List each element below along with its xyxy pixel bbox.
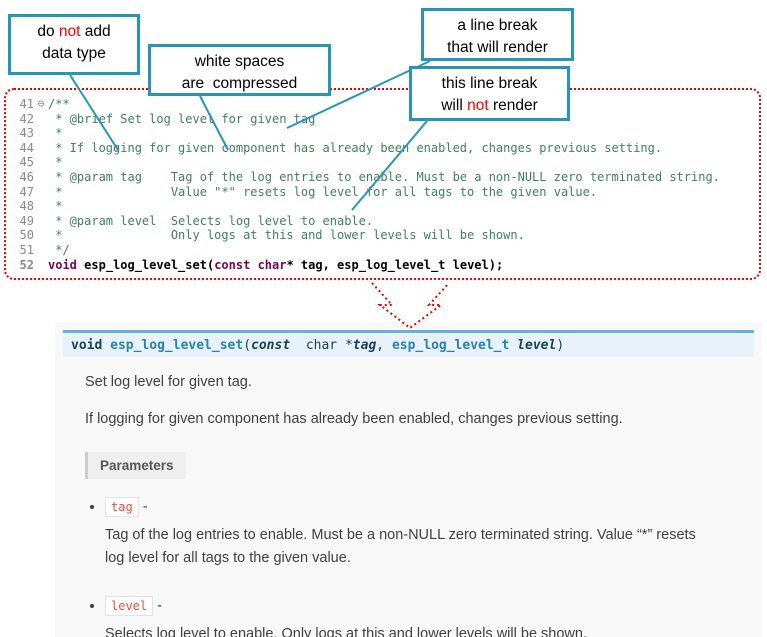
- param-name-level: level: [105, 595, 154, 616]
- callout-whitespace-compressed: white spaces are compressed: [148, 44, 331, 96]
- callout-no-datatype: do not add data type: [8, 14, 140, 75]
- callout-line: do not add: [37, 23, 111, 40]
- line-number: 51: [19, 242, 34, 257]
- code-line: 45 *: [12, 155, 755, 170]
- code-line: 51 */: [12, 243, 755, 258]
- parameter-name-row: level -: [105, 595, 754, 616]
- function-signature: void esp_log_level_set(const char *tag, …: [63, 330, 754, 357]
- code-line: 50 * Only logs at this and lower levels …: [12, 228, 755, 243]
- code-line: 49 * @param level Selects log level to e…: [12, 214, 755, 229]
- line-number: 50: [19, 228, 34, 243]
- line-number: 41: [19, 97, 34, 111]
- callout-line: this line break: [441, 75, 538, 92]
- fold-collapse-icon[interactable]: ⊖: [37, 97, 45, 110]
- line-number: 52: [19, 257, 34, 272]
- callout-line: are compressed: [181, 75, 298, 93]
- parameters-label: Parameters: [85, 451, 186, 479]
- code-line: 47 * Value "*" resets log level for all …: [12, 185, 755, 200]
- callout-linebreak-not-render: this line break will not render: [409, 66, 570, 121]
- line-number: 42: [19, 111, 34, 126]
- code-line: 46 * @param tag Tag of the log entries t…: [12, 170, 755, 185]
- code-line: 48 *: [12, 199, 755, 214]
- parameter-item-tag: tag - Tag of the log entries to enable. …: [105, 496, 754, 570]
- callout-line: will not render: [441, 97, 538, 115]
- rendered-docs-panel: void esp_log_level_set(const char *tag, …: [55, 322, 762, 637]
- line-number: 47: [19, 184, 34, 199]
- callout-line: a line break: [457, 17, 538, 34]
- line-number: 48: [19, 199, 34, 214]
- line-number: 44: [19, 140, 34, 155]
- parameter-list: tag - Tag of the log entries to enable. …: [105, 496, 754, 637]
- code-line: 43 *: [12, 126, 755, 141]
- line-number: 43: [19, 126, 34, 141]
- callout-linebreak-renders: a line break that will render: [421, 8, 574, 61]
- line-number: 46: [19, 169, 34, 184]
- code-line: 42 * @brief Set log level for given tag: [12, 112, 755, 127]
- param-name-tag: tag: [105, 496, 139, 517]
- brief-description: Set log level for given tag.: [85, 374, 252, 390]
- code-line: 44 * If logging for given component has …: [12, 141, 755, 156]
- callout-line: white spaces: [194, 53, 285, 70]
- code-line: 41⊖/**: [12, 97, 755, 112]
- line-number: 45: [19, 155, 34, 170]
- callout-line: that will render: [447, 39, 548, 57]
- code-editor[interactable]: 41⊖/** 42 * @brief Set log level for giv…: [4, 88, 761, 280]
- line-number: 49: [19, 213, 34, 228]
- detail-description: If logging for given component has alrea…: [85, 410, 623, 427]
- param-separator: -: [142, 498, 148, 515]
- callout-line: data type: [42, 45, 106, 63]
- parameter-item-level: level - Selects log level to enable. Onl…: [105, 595, 754, 637]
- param-description: Selects log level to enable. Only logs a…: [105, 625, 587, 637]
- parameter-name-row: tag -: [105, 496, 754, 517]
- param-description: Tag of the log entries to enable. Must b…: [105, 526, 696, 566]
- param-separator: -: [157, 597, 162, 614]
